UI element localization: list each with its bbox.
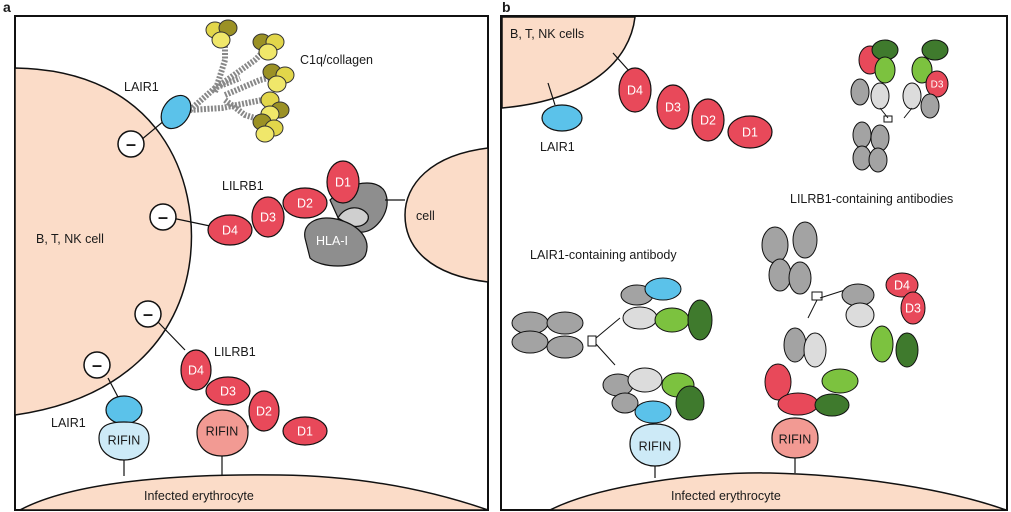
lilrb1-low-d3-label: D3 bbox=[220, 384, 236, 398]
c1q-label: C1q/collagen bbox=[300, 53, 373, 67]
hla-label: HLA-I bbox=[316, 234, 348, 248]
host-cell-label: B, T, NK cell bbox=[36, 232, 104, 246]
lilrb1-low-d4 bbox=[180, 349, 212, 391]
rifin-left-a-label: RIFIN bbox=[108, 433, 141, 447]
lilrb1-b-d1-label: D1 bbox=[742, 125, 758, 139]
lilrb1-low-d1 bbox=[282, 416, 328, 446]
inhibitory-sign-3 bbox=[134, 300, 162, 328]
lilrb1-low-d1-label: D1 bbox=[297, 424, 313, 438]
rifin-right-a bbox=[196, 409, 249, 457]
lair1-containing-antibody bbox=[511, 277, 713, 424]
lilrb1-mid-d2 bbox=[282, 187, 328, 219]
lilrb1-mid-d1 bbox=[326, 160, 360, 204]
lilrb1-antibodies-label: LILRB1-containing antibodies bbox=[790, 192, 953, 206]
lilrb1-low-label: LILRB1 bbox=[214, 345, 256, 359]
lair1-top-label: LAIR1 bbox=[124, 80, 159, 94]
lilrb1-low-d4-label: D4 bbox=[188, 363, 204, 377]
lair1-b-label: LAIR1 bbox=[540, 140, 575, 154]
lilrb1-low-d3 bbox=[205, 376, 251, 406]
panel-a: a B, T, NK cell cell Infected erythrocyt… bbox=[3, 0, 489, 511]
lilrb1-large-d4-label: D4 bbox=[894, 278, 910, 292]
lilrb1-b-d1 bbox=[727, 115, 773, 149]
lilrb1-large-d3-label: D3 bbox=[905, 301, 921, 315]
target-cell-label: cell bbox=[416, 209, 435, 223]
lilrb1-mid-d1-label: D1 bbox=[335, 175, 351, 189]
lilrb1-large-d4 bbox=[885, 272, 919, 298]
lilrb1-mid-d3 bbox=[251, 196, 285, 238]
lilrb1-b-d2 bbox=[691, 98, 725, 142]
erythrocyte-b-label: Infected erythrocyte bbox=[671, 489, 781, 503]
inhibitory-sign-3-text: – bbox=[143, 304, 153, 324]
inhibitory-sign-4 bbox=[83, 351, 111, 379]
lilrb1-small-d3-label: D3 bbox=[931, 80, 944, 91]
rifin-right-b bbox=[771, 417, 819, 459]
lilrb1-b-d3-label: D3 bbox=[665, 100, 681, 114]
host-cells-b-label: B, T, NK cells bbox=[510, 27, 584, 41]
inhibitory-sign-1-text: – bbox=[126, 134, 136, 154]
rifin-right-a-label: RIFIN bbox=[206, 424, 239, 438]
lilrb1-low-d2-label: D2 bbox=[256, 404, 272, 418]
erythrocyte-b bbox=[549, 472, 1007, 511]
lilrb1-mid-d2-label: D2 bbox=[297, 196, 313, 210]
lilrb1-b-d3 bbox=[656, 84, 690, 130]
lilrb1-small-d3 bbox=[925, 70, 949, 98]
rifin-left-a bbox=[98, 421, 150, 461]
host-cells-b bbox=[501, 16, 636, 109]
panel-b-letter: b bbox=[502, 0, 511, 15]
lilrb1-mid-label: LILRB1 bbox=[222, 179, 264, 193]
rifin-right-b-label: RIFIN bbox=[779, 432, 812, 446]
lilrb1-antibody-small: D3 bbox=[850, 39, 949, 173]
lilrb1-mid-d4-label: D4 bbox=[222, 223, 238, 237]
lilrb1-b-d4-label: D4 bbox=[627, 83, 643, 97]
lilrb1-mid-d3-label: D3 bbox=[260, 210, 276, 224]
panel-a-letter: a bbox=[3, 0, 11, 15]
panel-b: b B, T, NK cells LAIR1 D4 D3 D2 D1 D3 bbox=[500, 0, 1008, 511]
inhibitory-sign-2 bbox=[149, 203, 177, 231]
rifin-left-b bbox=[629, 423, 681, 467]
inhibitory-sign-4-text: – bbox=[92, 355, 102, 375]
lair1-low-label: LAIR1 bbox=[51, 416, 86, 430]
lair1-antibody-label: LAIR1-containing antibody bbox=[530, 248, 677, 262]
c1q-collagen bbox=[188, 19, 295, 143]
lair1-top-domain bbox=[160, 94, 192, 130]
lilrb1-large-d3 bbox=[900, 291, 926, 325]
lair1-low-domain bbox=[105, 395, 143, 425]
inhibitory-sign-1 bbox=[117, 130, 145, 158]
lilrb1-low-d2 bbox=[248, 390, 280, 432]
erythrocyte-a-label: Infected erythrocyte bbox=[144, 489, 254, 503]
erythrocyte-a bbox=[19, 474, 489, 511]
host-cell bbox=[14, 67, 193, 416]
inhibitory-sign-2-text: – bbox=[158, 207, 168, 227]
rifin-left-b-label: RIFIN bbox=[639, 439, 672, 453]
hla-i bbox=[304, 217, 368, 267]
target-cell bbox=[404, 147, 489, 283]
lair1-b-domain bbox=[541, 104, 583, 132]
lilrb1-b-d2-label: D2 bbox=[700, 113, 716, 127]
lilrb1-b-d4 bbox=[618, 67, 652, 113]
lilrb1-mid-d4 bbox=[207, 214, 253, 246]
lilrb1-antibody-large: D4 D3 bbox=[761, 221, 926, 417]
